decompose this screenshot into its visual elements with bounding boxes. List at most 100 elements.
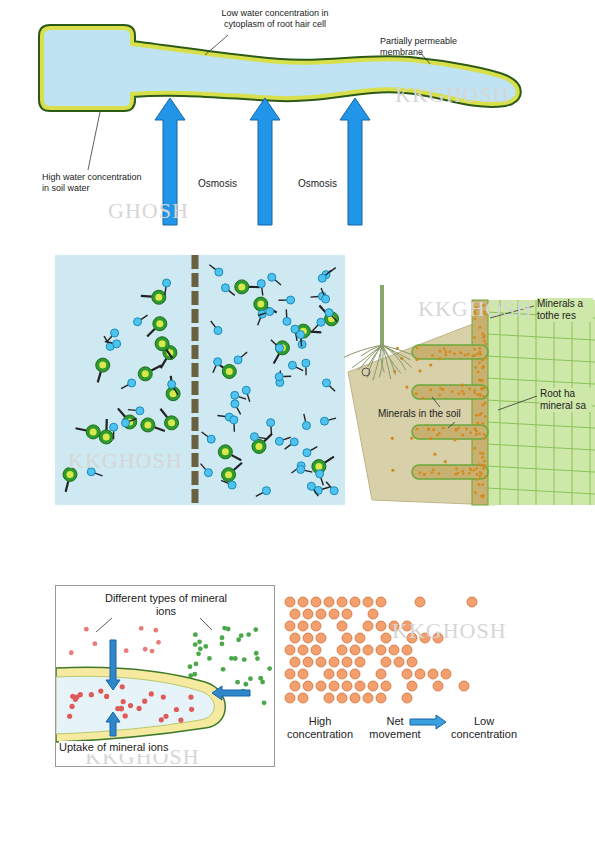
particle bbox=[337, 693, 347, 703]
water-molecule bbox=[163, 279, 171, 287]
water-molecule bbox=[317, 318, 325, 326]
ion-outside bbox=[220, 635, 225, 640]
mineral-dot bbox=[442, 388, 445, 391]
mineral-dot bbox=[479, 452, 482, 455]
water-molecule bbox=[257, 280, 265, 288]
mineral-dot bbox=[473, 469, 476, 472]
molecule-tail bbox=[151, 365, 161, 370]
solute-molecule bbox=[153, 317, 167, 331]
water-molecule bbox=[316, 470, 324, 478]
particle bbox=[402, 645, 412, 655]
solute-molecule bbox=[165, 416, 179, 430]
mineral-dot bbox=[442, 427, 445, 430]
water-molecule bbox=[234, 356, 242, 364]
root-strand bbox=[382, 345, 412, 368]
water-molecule bbox=[168, 380, 176, 388]
leader-line bbox=[205, 35, 228, 55]
water-molecule bbox=[207, 435, 215, 443]
water-molecule bbox=[288, 361, 296, 369]
plant-stem bbox=[380, 285, 384, 345]
mineral-dot bbox=[481, 359, 484, 362]
ion-inside bbox=[120, 684, 125, 689]
molecule-tail bbox=[247, 394, 249, 402]
water-molecule bbox=[122, 419, 130, 427]
mineral-dot bbox=[480, 387, 483, 390]
label: Minerals a tothe res bbox=[537, 298, 593, 322]
ion-inside bbox=[136, 706, 141, 711]
ion-inside bbox=[163, 714, 168, 719]
partially-permeable-membrane bbox=[192, 255, 199, 505]
water-molecule bbox=[322, 379, 330, 387]
ion-outside bbox=[188, 673, 193, 678]
ion-outside bbox=[196, 651, 201, 656]
particle bbox=[290, 633, 300, 643]
ion-inside bbox=[67, 714, 72, 719]
solute-core bbox=[144, 421, 151, 428]
solute-core bbox=[238, 283, 245, 290]
mineral-dot bbox=[419, 472, 422, 475]
particle bbox=[415, 597, 425, 607]
water-molecule bbox=[250, 433, 258, 441]
label: Osmosis bbox=[298, 178, 348, 190]
particle bbox=[350, 645, 360, 655]
label: Minerals in the soil bbox=[378, 408, 476, 420]
ion-outside bbox=[236, 637, 241, 642]
particle bbox=[298, 645, 308, 655]
ion-outside bbox=[220, 641, 225, 646]
mineral-dot bbox=[475, 433, 478, 436]
mineral-dot bbox=[462, 472, 465, 475]
mineral-dot bbox=[482, 467, 485, 470]
label: Uptake of mineral ions bbox=[59, 741, 168, 754]
mineral-dot bbox=[457, 472, 460, 475]
molecule-tail bbox=[76, 428, 87, 430]
mineral-dot bbox=[468, 387, 471, 390]
particle bbox=[303, 657, 313, 667]
molecule-tail bbox=[275, 280, 281, 285]
molecule-tail bbox=[310, 447, 317, 451]
root-illustration bbox=[344, 285, 595, 505]
mineral-dot bbox=[475, 430, 478, 433]
molecule-tail bbox=[256, 493, 263, 497]
ion-inside bbox=[188, 694, 193, 699]
mineral-dot bbox=[479, 351, 482, 354]
label: Osmosis bbox=[198, 178, 248, 190]
mineral-dot bbox=[483, 433, 486, 436]
ion-inside bbox=[98, 688, 103, 693]
molecule-tail bbox=[234, 463, 242, 470]
root-hair-wall bbox=[56, 667, 225, 742]
particle bbox=[363, 597, 373, 607]
particle bbox=[337, 645, 347, 655]
particle bbox=[303, 681, 313, 691]
molecule-tail bbox=[325, 457, 334, 463]
solute-molecule bbox=[141, 418, 155, 432]
molecule-tail bbox=[305, 367, 306, 375]
particle bbox=[311, 645, 321, 655]
water-molecule bbox=[290, 438, 298, 446]
solute-molecule bbox=[252, 439, 266, 453]
particle bbox=[324, 597, 334, 607]
mineral-dot bbox=[464, 354, 467, 357]
ion-outside bbox=[153, 628, 158, 633]
water-molecule bbox=[258, 310, 266, 318]
water-molecule bbox=[297, 331, 305, 339]
particle bbox=[329, 609, 339, 619]
water-molecule bbox=[322, 295, 330, 303]
ion-outside bbox=[262, 700, 267, 705]
block-arrow bbox=[410, 715, 446, 729]
watermark: GHOSH bbox=[108, 198, 189, 224]
molecule-tail bbox=[217, 415, 225, 416]
ion-outside bbox=[194, 661, 199, 666]
water-molecule bbox=[283, 317, 291, 325]
mineral-dot bbox=[477, 483, 480, 486]
molecule-tail bbox=[202, 432, 208, 437]
ion-outside bbox=[239, 633, 244, 638]
cell-wall bbox=[486, 334, 595, 340]
leader-line bbox=[432, 397, 440, 407]
molecule-tail bbox=[201, 464, 206, 470]
molecule-tail bbox=[328, 418, 336, 420]
water-molecule bbox=[111, 329, 119, 337]
mineral-dot bbox=[478, 361, 481, 364]
particle bbox=[311, 621, 321, 631]
mineral-dot bbox=[461, 390, 464, 393]
cell-wall bbox=[486, 422, 595, 428]
